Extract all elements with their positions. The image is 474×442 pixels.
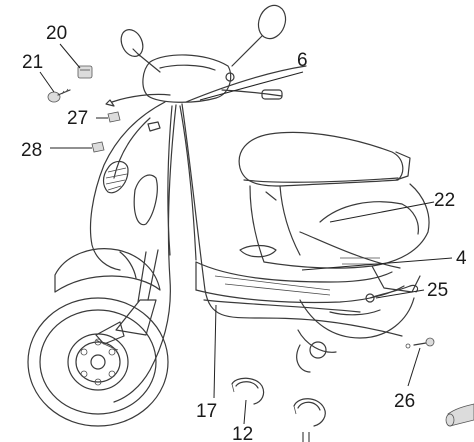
cables [95, 65, 403, 403]
ring-clamp-part-12 [231, 377, 265, 405]
horn-grille [102, 160, 129, 194]
rear-wheel-engine [296, 297, 415, 373]
clip-part-27 [107, 111, 121, 123]
clip-part-20 [77, 65, 93, 79]
callout-27: 27 [67, 108, 88, 129]
callout-22: 22 [434, 190, 455, 211]
leg-shield [89, 101, 197, 271]
callout-12: 12 [232, 424, 253, 442]
mirrors [120, 4, 287, 73]
connector-part [445, 403, 474, 427]
callout-21: 21 [22, 52, 43, 73]
front-fender [54, 248, 161, 293]
callout-20: 20 [46, 23, 67, 44]
callout-28: 28 [21, 140, 42, 161]
seat [238, 131, 411, 187]
ring-clamp-part [293, 398, 326, 427]
leader-lines [39, 43, 453, 442]
callout-6: 6 [297, 50, 308, 71]
handlebar [105, 54, 283, 107]
front-wheel [27, 249, 169, 427]
callout-4: 4 [456, 248, 467, 269]
brake-lever [365, 284, 419, 303]
pin-part-26 [405, 337, 435, 349]
rear-body [249, 183, 430, 293]
callout-17: 17 [196, 401, 217, 422]
callout-25: 25 [427, 280, 448, 301]
callout-26: 26 [394, 391, 415, 412]
scooter-illustration [27, 4, 430, 427]
screw-part-21 [47, 88, 71, 103]
clip-part-28 [91, 141, 105, 153]
callout-labels: 20 21 6 27 28 22 4 25 17 12 26 [21, 23, 467, 442]
